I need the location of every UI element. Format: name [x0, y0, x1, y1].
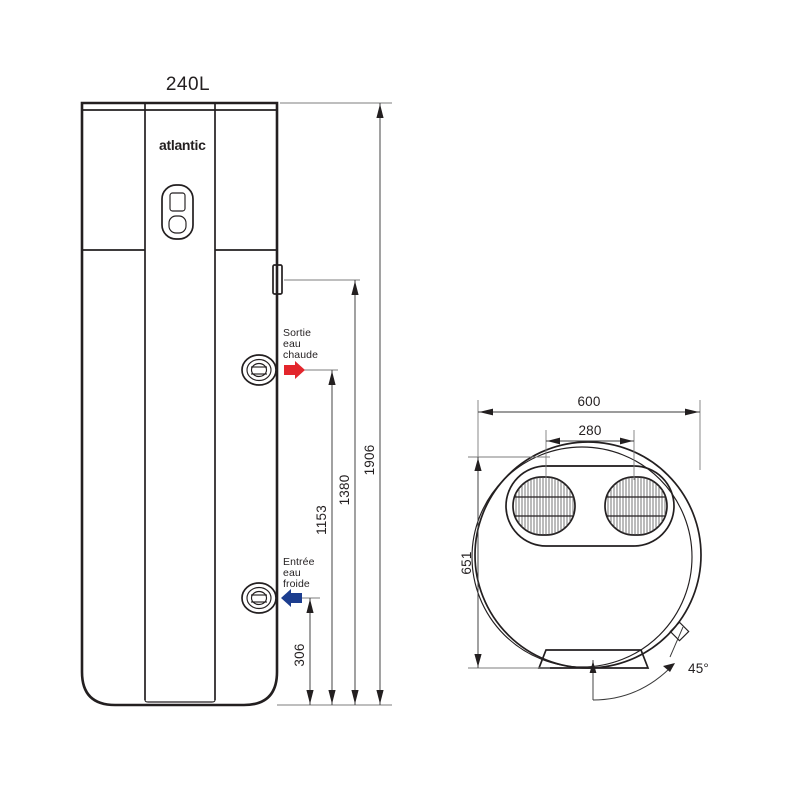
hot-water-arrow-icon [284, 361, 305, 379]
dimension-label-306: 306 [292, 643, 307, 666]
dimension-label-600: 600 [577, 394, 600, 409]
hot-water-label: Sortie eau chaude [283, 327, 318, 361]
dimension-1906: 1906 [362, 103, 384, 705]
hot-water-outlet-port [241, 354, 277, 386]
top-view-dimensions: 600 280 651 [459, 394, 709, 701]
grille-left [512, 476, 576, 536]
cold-water-inlet-port [241, 582, 277, 614]
dimension-label-280: 280 [578, 423, 601, 438]
front-view-dimensions: 1906 1380 1153 306 [277, 102, 392, 706]
base-foot [537, 649, 650, 669]
page-title: 240L [166, 74, 210, 95]
dimension-label-1153: 1153 [314, 505, 329, 535]
dimension-label-651: 651 [459, 551, 474, 574]
hot-water-label-line-1: Sortie [283, 327, 311, 339]
dimension-651: 651 [459, 457, 482, 668]
hot-water-label-line-3: chaude [283, 349, 318, 361]
hot-water-label-line-2: eau [283, 338, 301, 350]
side-port-45 [669, 621, 690, 642]
dimension-label-45deg: 45° [688, 661, 709, 676]
grille-right [604, 476, 668, 536]
cold-water-label-line-3: froide [283, 578, 310, 590]
dimension-45deg: 45° [589, 626, 709, 701]
cold-water-label-line-2: eau [283, 567, 301, 579]
cold-water-label-line-1: Entrée [283, 556, 315, 568]
cold-water-arrow-icon [281, 589, 302, 607]
dimension-280: 280 [546, 423, 634, 445]
dimension-600: 600 [478, 394, 700, 416]
top-view-body [471, 441, 702, 669]
front-view-tank [80, 101, 279, 707]
dimension-1380: 1380 [337, 280, 359, 705]
top-fitting [272, 264, 283, 295]
brand-logo-text: atlantic [159, 137, 206, 153]
control-panel-icon [161, 184, 194, 240]
dimension-label-1906: 1906 [362, 445, 377, 476]
dimension-306: 306 [292, 598, 314, 705]
dimension-1153: 1153 [314, 370, 336, 705]
cold-water-label: Entrée eau froide [283, 556, 315, 590]
dimension-label-1380: 1380 [337, 475, 352, 506]
